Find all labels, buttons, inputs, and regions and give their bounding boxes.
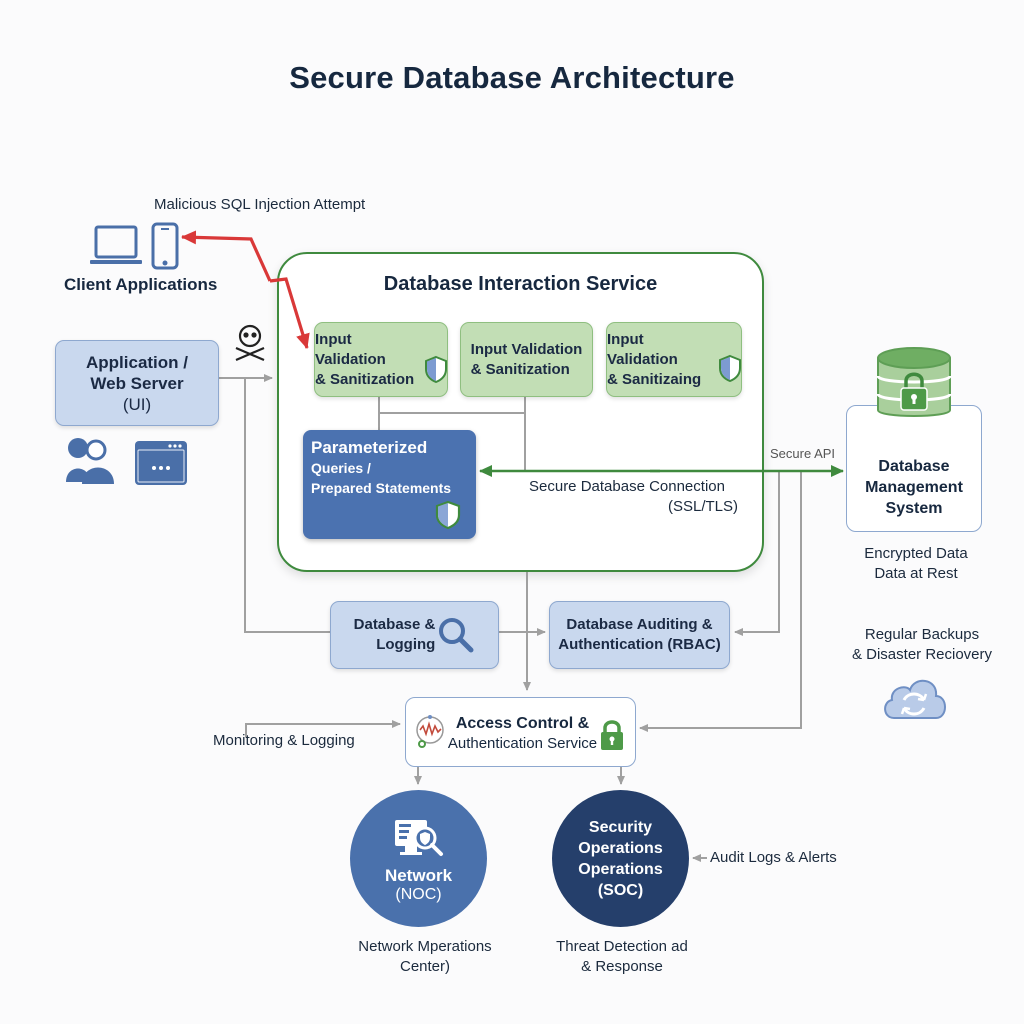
noc-line2: (NOC): [395, 885, 442, 903]
audit-logs-label: Audit Logs & Alerts: [710, 849, 837, 866]
access-control-label: Access Control & Authentication Service: [440, 714, 605, 754]
monitor-search-icon: [394, 819, 443, 856]
secure-connection-label: Secure Database Connection: [529, 478, 725, 495]
connector-api-to-access: [639, 472, 802, 732]
param-line3: Prepared Statements: [311, 480, 452, 496]
app-server-line3: (UI): [122, 394, 152, 414]
soc-line4: (SOC): [597, 881, 644, 899]
database-auditing-box[interactable]: Database Auditing & Authentication (RBAC…: [549, 601, 730, 669]
dbms-label: Database Management System: [846, 456, 982, 519]
parameterized-queries-box[interactable]: Parameterized Queries / Prepared Stateme…: [303, 430, 476, 539]
users-icon: [66, 438, 114, 484]
param-line2: Queries /: [311, 460, 371, 476]
validation-2-line1: Input Validation: [470, 340, 583, 358]
auditing-line2: Authentication (RBAC): [558, 636, 721, 653]
access-line2: Authentication Service: [447, 735, 598, 752]
diagram-title: Secure Database Architecture: [289, 60, 735, 95]
noc-caption: Network Mperations Center): [330, 937, 520, 977]
attack-label: Malicious SQL Injection Attempt: [154, 196, 366, 213]
backups-line1: Regular Backups: [864, 626, 980, 643]
dis-title: Database Interaction Service: [383, 273, 658, 295]
monitor-wave-icon: [416, 715, 444, 748]
dbms-caption1: Encrypted Data: [864, 545, 968, 562]
validation-box-1[interactable]: Input Validation & Sanitization: [314, 322, 448, 397]
auditing-line1: Database Auditing &: [566, 616, 713, 633]
noc-line1: Network: [384, 865, 453, 885]
validation-2-line2: & Sanitization: [470, 360, 570, 378]
phone-icon: [151, 222, 179, 270]
magnifier-icon: [439, 618, 474, 653]
dbms-line1: Database: [878, 458, 950, 475]
database-logging-box[interactable]: Database & Logging: [330, 601, 499, 669]
dbms-caption2: Data at Rest: [874, 565, 958, 582]
browser-window-icon: [135, 441, 187, 485]
client-applications-label: Client Applications: [64, 275, 218, 294]
dbms-line2: Management: [865, 479, 963, 496]
secure-connection-protocol: (SSL/TLS): [668, 498, 739, 515]
validation-box-2[interactable]: Input Validation & Sanitization: [460, 322, 593, 397]
logging-line1: Database &: [353, 616, 436, 633]
noc-circle[interactable]: Network (NOC): [350, 790, 487, 927]
backups-line2: & Disaster Reciovery: [851, 646, 993, 663]
locked-database-icon: [876, 347, 952, 417]
param-line1: Parameterized: [311, 438, 428, 457]
app-server-line1: Application /: [86, 352, 188, 372]
app-server-box[interactable]: Application / Web Server (UI): [55, 340, 219, 426]
skull-crossbones-icon: [235, 324, 265, 362]
validation-box-3[interactable]: Input Validation & Sanitizaing: [606, 322, 742, 397]
attack-arrow-to-client: [181, 230, 272, 282]
shield-icon: [435, 500, 461, 530]
attack-arrow-to-validation: [269, 277, 310, 349]
soc-line2: Operations: [578, 839, 663, 857]
validation-3-line1: Input Validation: [607, 330, 678, 368]
validation-1-line2: & Sanitization: [315, 370, 415, 388]
secure-api-label: Secure API: [770, 446, 836, 461]
padlock-icon: [601, 720, 623, 750]
soc-circle[interactable]: Security Operations Operations (SOC): [552, 790, 689, 927]
backups-label: Regular Backups & Disaster Reciovery: [832, 625, 1012, 665]
soc-caption: Threat Detection ad & Response: [527, 937, 717, 977]
noc-caption2: Center): [399, 958, 451, 975]
connector-api-to-auditing: [734, 472, 780, 636]
dbms-line3: System: [885, 500, 943, 517]
validation-1-line1: Input Validation: [315, 330, 386, 368]
noc-caption1: Network Mperations: [358, 938, 492, 955]
soc-caption2: & Response: [581, 958, 663, 975]
connector-monitoring-to-access: [245, 720, 401, 737]
soc-line3: Operations: [578, 860, 663, 878]
cloud-sync-icon: [884, 680, 946, 719]
logging-line2: Logging: [376, 636, 436, 653]
monitoring-label: Monitoring & Logging: [213, 732, 355, 749]
shield-icon: [425, 355, 447, 383]
dbms-caption: Encrypted Data Data at Rest: [846, 544, 986, 584]
connector-app-to-validation: [244, 378, 330, 633]
soc-line1: Security: [588, 818, 653, 836]
app-server-line2: Web Server: [90, 373, 184, 393]
access-line1: Access Control &: [455, 715, 590, 732]
soc-caption1: Threat Detection ad: [556, 938, 688, 955]
shield-icon: [719, 354, 741, 382]
validation-3-line2: & Sanitizaing: [607, 370, 702, 388]
laptop-icon: [90, 225, 142, 264]
